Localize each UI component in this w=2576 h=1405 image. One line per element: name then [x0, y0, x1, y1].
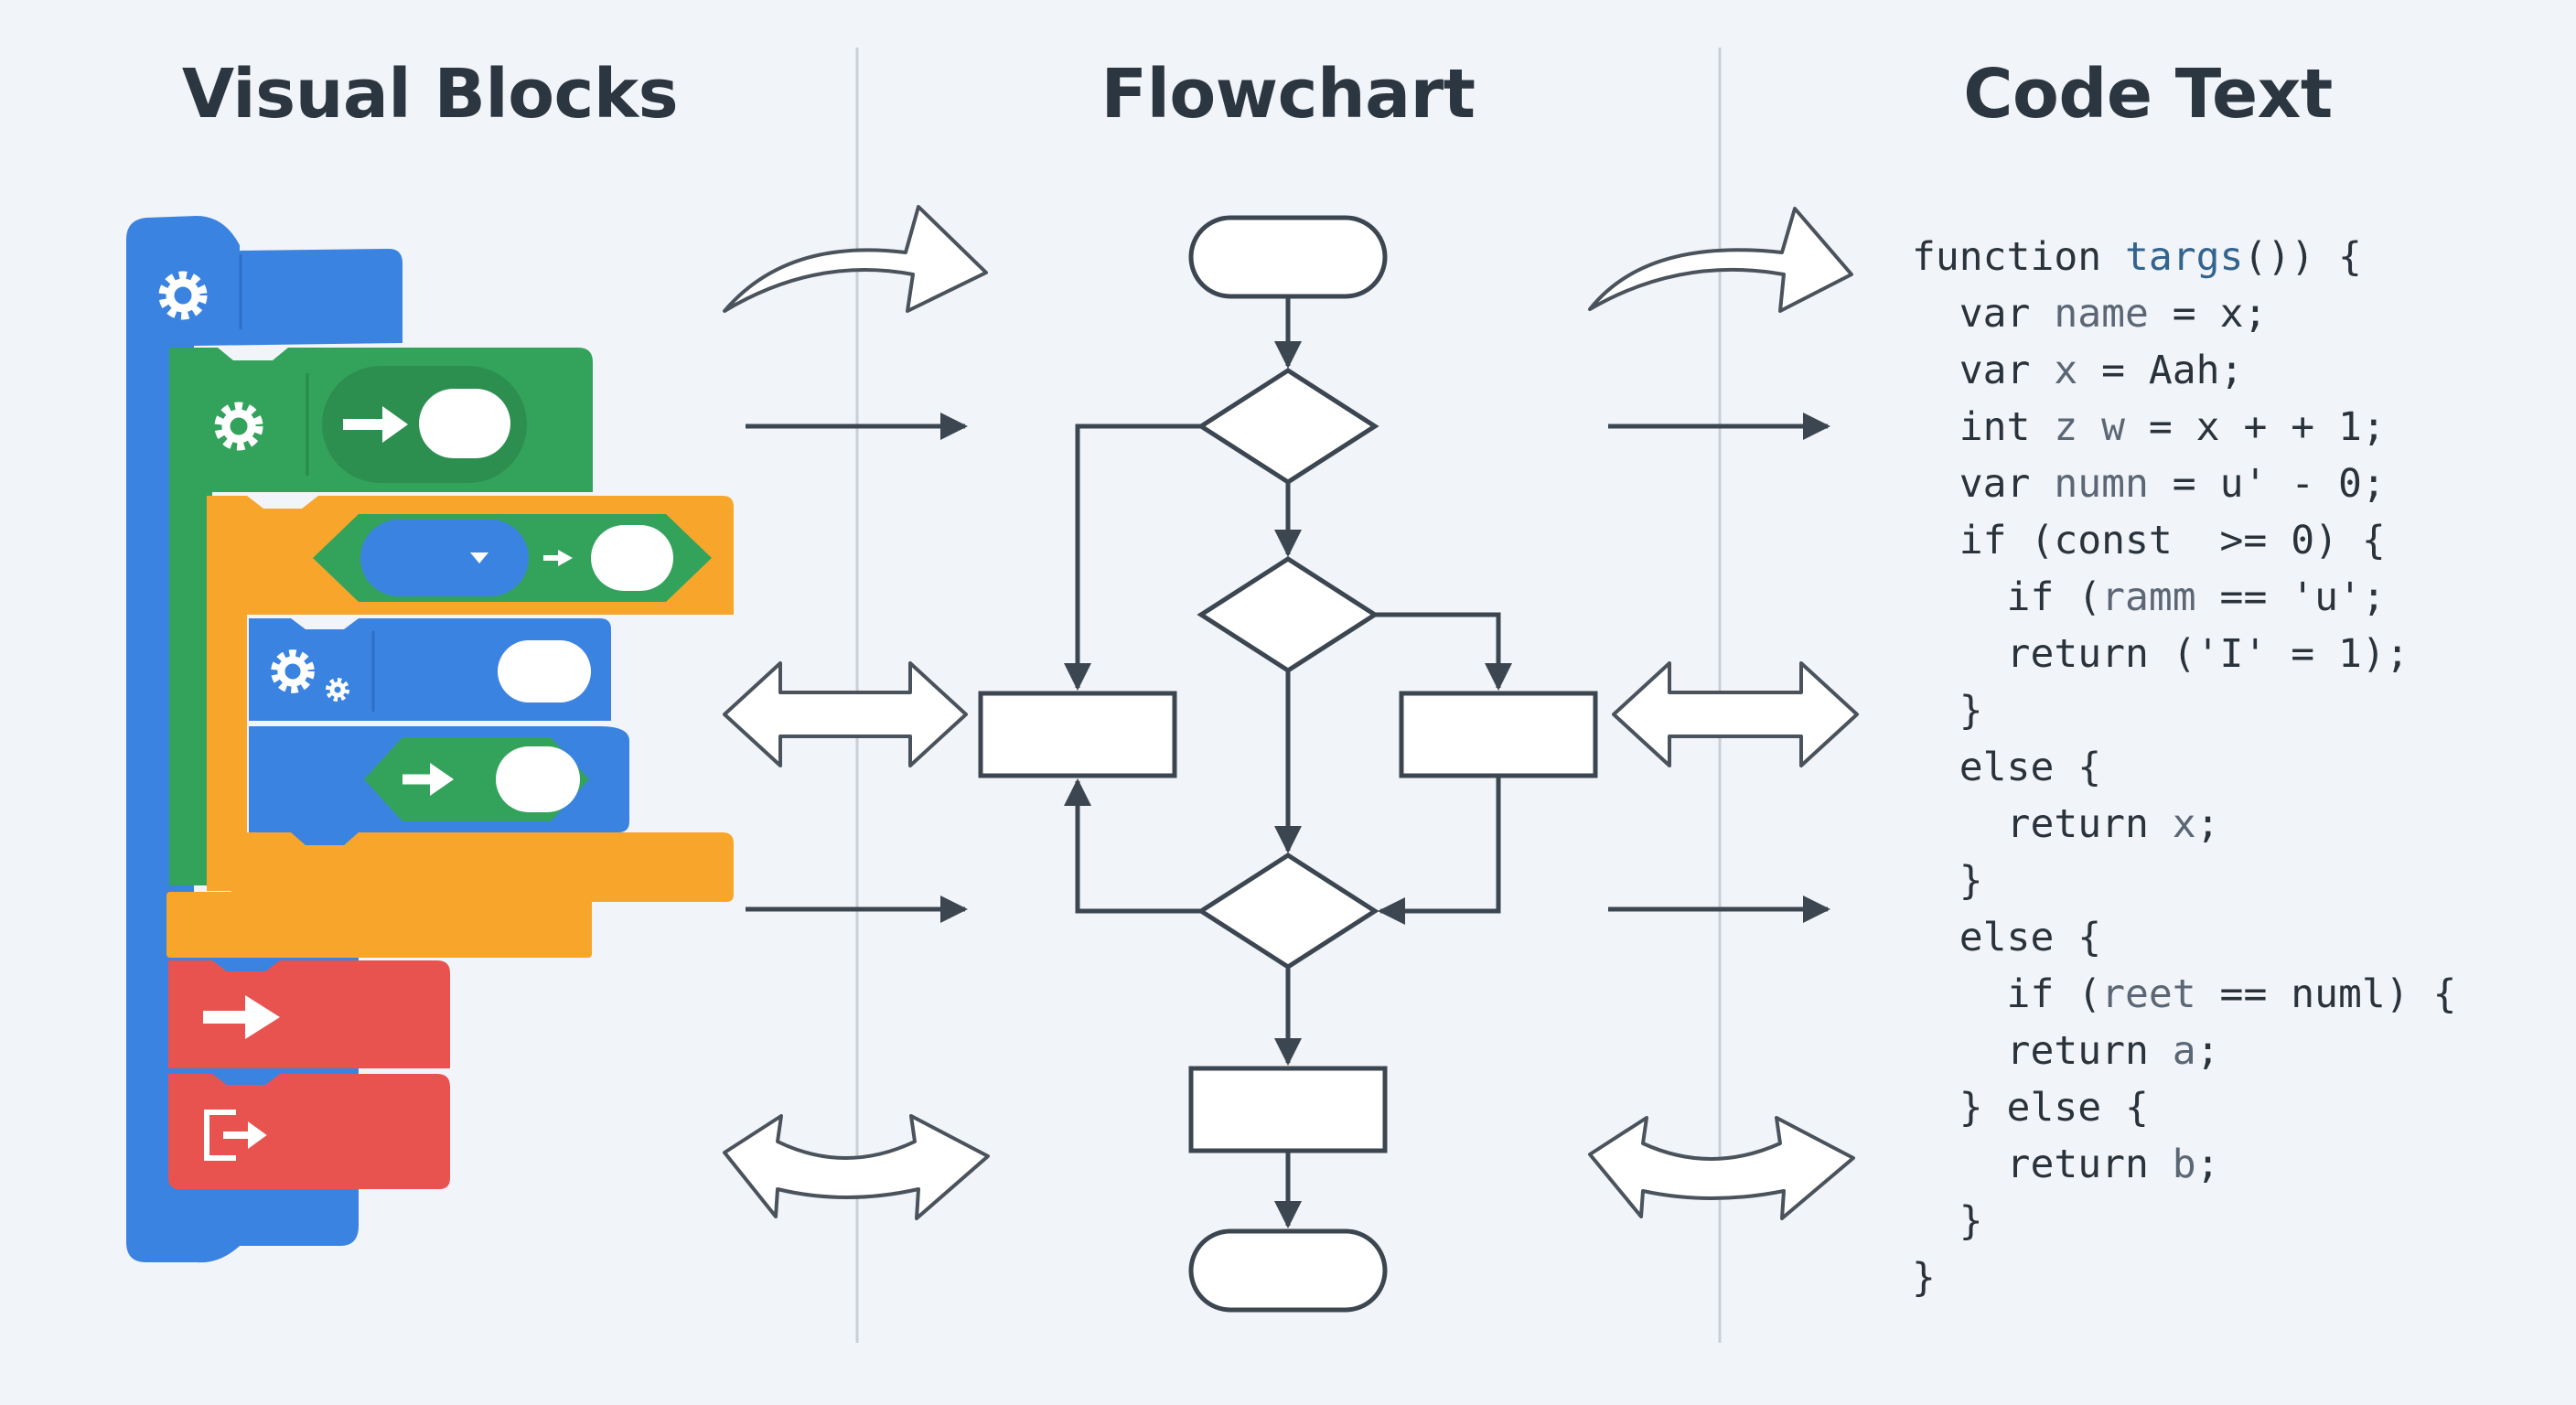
double-arrow-icon	[1612, 661, 1859, 767]
start-terminator[interactable]	[1188, 215, 1388, 299]
code-line: int z w = x + + 1;	[1912, 399, 2456, 456]
code-token: ramm	[2101, 574, 2196, 620]
curved-double-arrow-icon	[1588, 1116, 1855, 1220]
code-line: } else {	[1912, 1079, 2456, 1136]
code-token: var	[1912, 291, 2055, 337]
code-token: }	[1912, 1198, 1983, 1244]
orange-block-bottom	[166, 892, 592, 958]
code-token: = x + + 1;	[2125, 404, 2386, 450]
process-box-right[interactable]	[1399, 691, 1598, 778]
code-token: targs	[2125, 234, 2244, 280]
double-arrow-icon	[723, 661, 968, 767]
code-token: if (	[1912, 574, 2102, 620]
code-text-title: Code Text	[1963, 55, 2333, 134]
code-token: if (	[1912, 971, 2102, 1017]
code-token: }	[1912, 858, 1983, 904]
code-token: var	[1912, 461, 2055, 507]
green-control-block[interactable]	[169, 348, 593, 885]
decision-diamond[interactable]	[1197, 368, 1379, 485]
red-forward-block[interactable]	[168, 960, 450, 1068]
code-token: z w	[2054, 404, 2126, 450]
decision-diamond[interactable]	[1197, 853, 1379, 970]
code-line: return x;	[1912, 796, 2456, 853]
code-line: }	[1912, 853, 2456, 909]
code-token: ()) {	[2243, 234, 2362, 280]
code-line: if (reet == numl) {	[1912, 966, 2457, 1023]
code-token: return ('I' = 1);	[1912, 631, 2410, 677]
code-line: else {	[1912, 739, 2456, 796]
code-token: return	[1912, 801, 2173, 847]
decision-diamond[interactable]	[1197, 556, 1379, 673]
code-token: var	[1912, 348, 2055, 393]
code-token: x	[2054, 348, 2078, 393]
flowchart-connectors	[1064, 296, 1512, 1228]
code-line: var numn = u' - 0;	[1912, 456, 2456, 512]
dropdown-pill[interactable]	[360, 520, 529, 596]
curved-arrow-icon	[1588, 207, 1853, 313]
code-token: == numl) {	[2195, 971, 2457, 1017]
code-token: else {	[1912, 745, 2102, 790]
code-line: return a;	[1912, 1023, 2456, 1079]
code-line: }	[1912, 682, 2456, 739]
gears-icon	[274, 653, 349, 702]
process-box-bottom[interactable]	[1188, 1066, 1388, 1153]
flowchart-title: Flowchart	[1100, 55, 1476, 134]
process-box-left[interactable]	[978, 691, 1177, 778]
code-token: == 'u';	[2195, 574, 2386, 620]
code-token: if (const >= 0) {	[1912, 518, 2386, 563]
code-token: a	[2172, 1028, 2196, 1074]
flowchart	[978, 215, 1598, 1313]
code-token: numn	[2054, 461, 2149, 507]
code-token: b	[2172, 1142, 2196, 1187]
value-slot[interactable]	[591, 525, 673, 591]
code-token: int	[1912, 404, 2055, 450]
code-line: else {	[1912, 909, 2456, 966]
code-line: }	[1912, 1249, 2456, 1306]
code-token: function	[1912, 234, 2125, 280]
code-line: if (const >= 0) {	[1912, 512, 2456, 569]
code-token: }	[1912, 1255, 1936, 1301]
code-token: else {	[1912, 915, 2102, 960]
code-line: }	[1912, 1193, 2456, 1249]
code-token: x	[2172, 801, 2196, 847]
value-slot[interactable]	[496, 746, 580, 812]
code-token: return	[1912, 1028, 2173, 1074]
curved-double-arrow-icon	[723, 1114, 990, 1220]
exit-icon	[204, 1110, 267, 1161]
code-line: function targs()) {	[1912, 229, 2456, 285]
code-token: return	[1912, 1142, 2173, 1187]
code-token: = x;	[2148, 291, 2268, 337]
code-token: = u' - 0;	[2148, 461, 2386, 507]
value-slot[interactable]	[498, 640, 591, 702]
chevron-down-icon[interactable]	[470, 552, 488, 563]
code-line: var name = x;	[1912, 285, 2456, 342]
code-token: name	[2054, 291, 2149, 337]
curved-arrow-icon	[723, 205, 988, 313]
code-line: return ('I' = 1);	[1912, 626, 2456, 682]
end-terminator[interactable]	[1188, 1228, 1388, 1313]
code-line: if (ramm == 'u';	[1912, 569, 2456, 626]
red-exit-block[interactable]	[168, 1074, 450, 1189]
visual-blocks-stack	[126, 216, 734, 1263]
value-slot[interactable]	[419, 389, 510, 458]
code-token: ;	[2195, 1028, 2220, 1074]
code-line: var x = Aah;	[1912, 342, 2456, 399]
code-token: } else {	[1912, 1085, 2149, 1131]
code-line: return b;	[1912, 1136, 2456, 1193]
code-token: = Aah;	[2077, 348, 2244, 393]
code-token: }	[1912, 688, 1983, 734]
code-token: ;	[2195, 1142, 2220, 1187]
code-token: reet	[2101, 971, 2196, 1017]
code-token: ;	[2195, 801, 2220, 847]
code-text-panel: function targs()) { var name = x; var x …	[1912, 229, 2456, 1306]
visual-blocks-title: Visual Blocks	[181, 55, 679, 134]
